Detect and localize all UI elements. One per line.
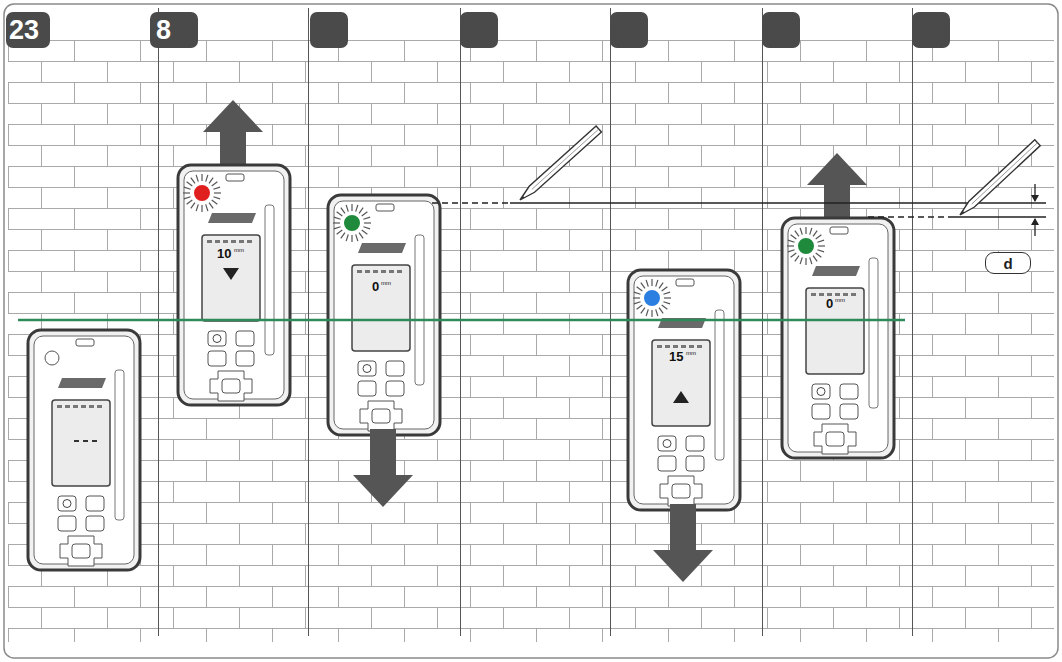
step-tab bbox=[310, 12, 348, 48]
step-tab bbox=[762, 12, 800, 48]
detector bbox=[328, 195, 440, 507]
display-reading: 15 bbox=[669, 350, 683, 363]
display-reading: 10 bbox=[217, 247, 231, 260]
dimension-label: d bbox=[985, 252, 1031, 274]
panel-divider bbox=[610, 8, 611, 636]
detector bbox=[782, 153, 894, 458]
panel-divider bbox=[460, 8, 461, 636]
display-reading: 0 bbox=[826, 297, 833, 310]
panel-divider bbox=[912, 8, 913, 636]
pencil-marks bbox=[432, 126, 1046, 236]
step-tab bbox=[150, 12, 198, 48]
step-tab bbox=[6, 12, 50, 48]
step-tab bbox=[460, 12, 498, 48]
panel-divider bbox=[158, 8, 159, 636]
laser-detectors bbox=[28, 100, 894, 582]
detector bbox=[628, 270, 740, 582]
display-reading: mm bbox=[686, 350, 696, 356]
panel-divider bbox=[762, 8, 763, 636]
mark-line bbox=[510, 202, 1046, 203]
panel-divider bbox=[308, 8, 309, 636]
mark-line bbox=[432, 202, 510, 203]
display-reading: mm bbox=[234, 247, 244, 253]
step-tab bbox=[912, 12, 950, 48]
mark-line bbox=[952, 216, 1046, 217]
step-number: 23 bbox=[9, 17, 39, 44]
brick-wall bbox=[8, 40, 1054, 642]
mark-line bbox=[868, 216, 952, 217]
pencil bbox=[517, 126, 601, 203]
display-reading: mm bbox=[381, 280, 391, 286]
step-number: 8 bbox=[156, 17, 171, 44]
panel-dividers bbox=[159, 8, 913, 636]
dimension-symbol: d bbox=[1003, 256, 1012, 271]
step-tab bbox=[610, 12, 648, 48]
display-reading: mm bbox=[835, 297, 845, 303]
move-arrow bbox=[353, 429, 413, 507]
laser-line bbox=[18, 319, 905, 322]
detector bbox=[28, 330, 140, 570]
step-tabs bbox=[6, 12, 950, 48]
frame bbox=[4, 4, 1058, 658]
pencil bbox=[957, 140, 1040, 218]
move-arrow bbox=[653, 504, 713, 582]
detector bbox=[178, 100, 290, 405]
display-reading: 0 bbox=[372, 280, 379, 293]
